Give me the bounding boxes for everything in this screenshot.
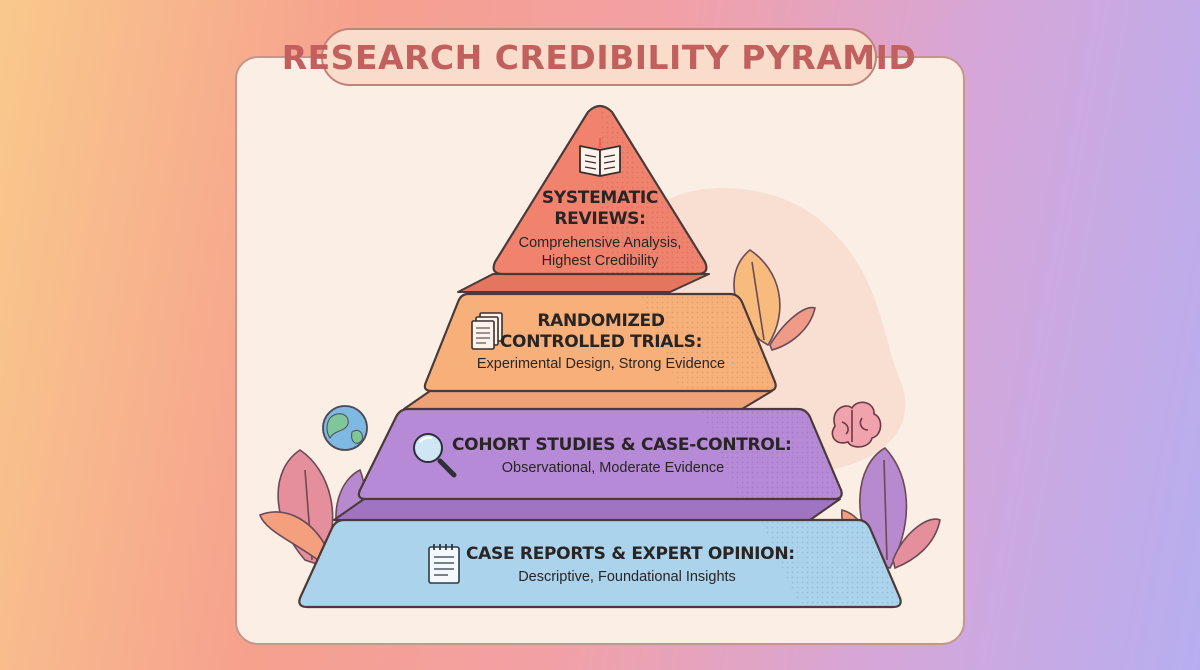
page-title: RESEARCH CREDIBILITY PYRAMID <box>282 28 916 86</box>
tier-2-heading-line2: CONTROLLED TRIALS: <box>499 332 703 352</box>
tier-1-label: SYSTEMATIC REVIEWS: Comprehensive Analys… <box>500 188 700 270</box>
tier-1-desc-line1: Comprehensive Analysis, <box>518 235 682 251</box>
tier-2-label: RANDOMIZED CONTROLLED TRIALS: Experiment… <box>470 311 732 373</box>
tier-3-label: COHORT STUDIES & CASE-CONTROL: Observati… <box>452 435 792 477</box>
globe-icon <box>322 405 368 451</box>
tier-1-desc-line2: Highest Credibility <box>541 253 659 269</box>
tier-4-heading-line1: CASE REPORTS & EXPERT OPINION: <box>466 544 795 564</box>
tier-2-heading-line1: RANDOMIZED <box>537 311 665 331</box>
step-band-1 <box>457 273 710 293</box>
documents-icon <box>471 312 503 350</box>
magnifier-icon <box>413 433 457 478</box>
tier-3-desc-line1: Observational, Moderate Evidence <box>501 460 725 476</box>
tier-1-heading-line1: SYSTEMATIC <box>541 188 659 208</box>
step-band-2 <box>403 390 773 410</box>
tier-1-heading-line2: REVIEWS: <box>554 209 646 229</box>
tier-4-label: CASE REPORTS & EXPERT OPINION: Descripti… <box>466 544 795 586</box>
tier-2-desc-line1: Experimental Design, Strong Evidence <box>476 356 726 372</box>
open-book-icon <box>579 138 621 177</box>
brain-icon <box>831 401 882 448</box>
notepad-icon <box>428 544 460 584</box>
tier-3-heading-line1: COHORT STUDIES & CASE-CONTROL: <box>452 435 792 455</box>
step-band-3 <box>333 498 841 521</box>
tier-4-desc-line1: Descriptive, Foundational Insights <box>518 569 736 585</box>
